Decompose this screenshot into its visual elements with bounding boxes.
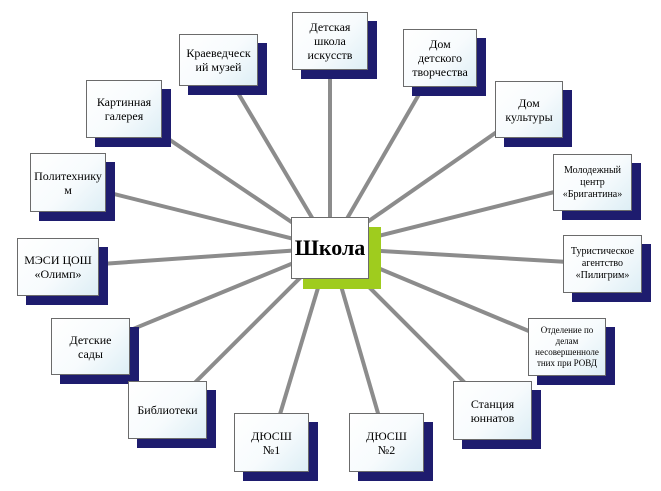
node-mesi-olymp: МЭСИ ЦОШ «Олимп» [17, 238, 99, 296]
connector-kindergartens [89, 246, 331, 349]
node-house-of-creativity: Дом детского творчества [403, 29, 477, 87]
node-kindergartens: Детские сады [51, 318, 130, 375]
connector-local-museum [216, 58, 332, 250]
center-node-school: Школа [291, 217, 369, 279]
connector-polytechnic [67, 180, 331, 250]
node-local-museum: Краеведческ ий музей [179, 34, 258, 86]
node-picture-gallery: Картинная галерея [86, 80, 162, 138]
connector-mesi-olymp [57, 246, 331, 269]
node-juvenile-affairs: Отделение по делам несовершеннолe тних п… [528, 318, 606, 376]
node-sports-school-2: ДЮСШ №2 [349, 413, 424, 472]
node-sports-school-1: ДЮСШ №1 [234, 413, 309, 472]
node-youth-center: Молодежный центр «Бригантина» [553, 154, 632, 211]
node-house-of-culture: Дом культуры [495, 81, 563, 138]
node-polytechnic: Политехнику м [30, 153, 106, 212]
node-young-naturalists: Станция юннатов [453, 381, 532, 440]
connector-juvenile-affairs [329, 246, 568, 349]
connector-tourist-agency [329, 246, 603, 266]
connector-youth-center [329, 180, 593, 250]
connector-house-of-creativity [328, 56, 442, 250]
node-libraries: Библиотеки [128, 381, 207, 439]
connector-sports-school-2 [328, 247, 389, 444]
node-art-school: Детская школа искусств [292, 12, 368, 70]
node-tourist-agency: Туристическое агентство «Пилигрим» [563, 235, 642, 293]
connector-sports-school-1 [269, 247, 332, 444]
